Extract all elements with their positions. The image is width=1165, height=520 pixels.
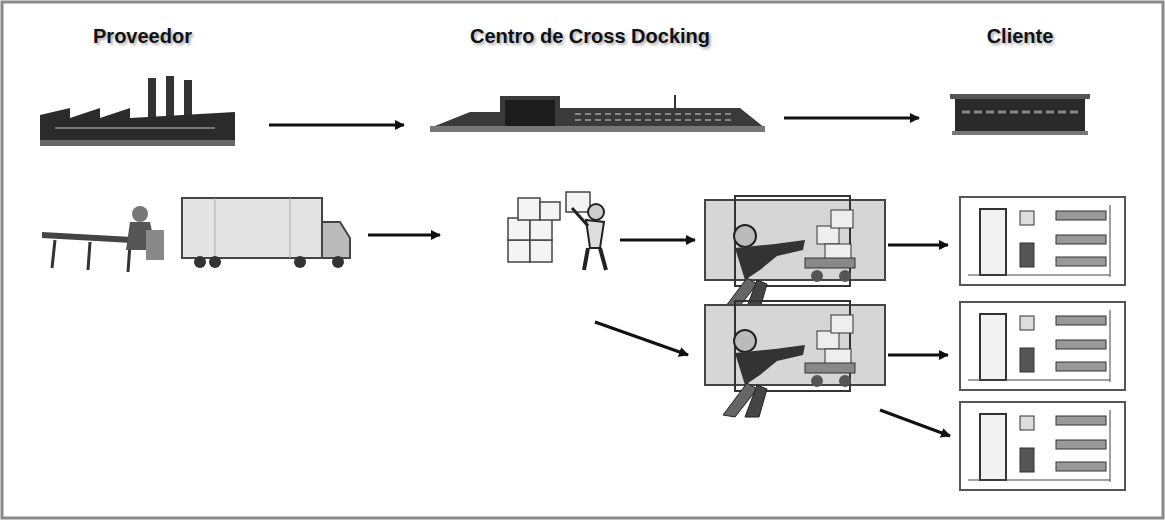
flow-arrow	[784, 117, 919, 120]
box-stack	[508, 192, 590, 262]
store-shelves	[960, 302, 1125, 390]
truck-loading	[705, 301, 885, 417]
stage-group: Centro de Cross Docking	[410, 25, 770, 140]
stage-group: Cliente	[925, 25, 1115, 140]
conveyor	[42, 206, 164, 272]
cross-dock-building	[430, 95, 765, 132]
stage-group: Proveedor	[30, 25, 255, 155]
store-shelves	[960, 402, 1125, 490]
flow-arrow	[368, 235, 950, 436]
truck	[182, 198, 350, 268]
store-shelves	[960, 197, 1125, 285]
truck-loading	[705, 196, 885, 312]
store	[950, 94, 1090, 135]
stage-heading: Centro de Cross Docking	[410, 25, 770, 48]
worker	[572, 204, 606, 270]
stage-heading: Cliente	[925, 25, 1115, 48]
flow-arrow	[269, 124, 404, 127]
stage-heading: Proveedor	[30, 25, 255, 48]
factory	[40, 76, 235, 146]
